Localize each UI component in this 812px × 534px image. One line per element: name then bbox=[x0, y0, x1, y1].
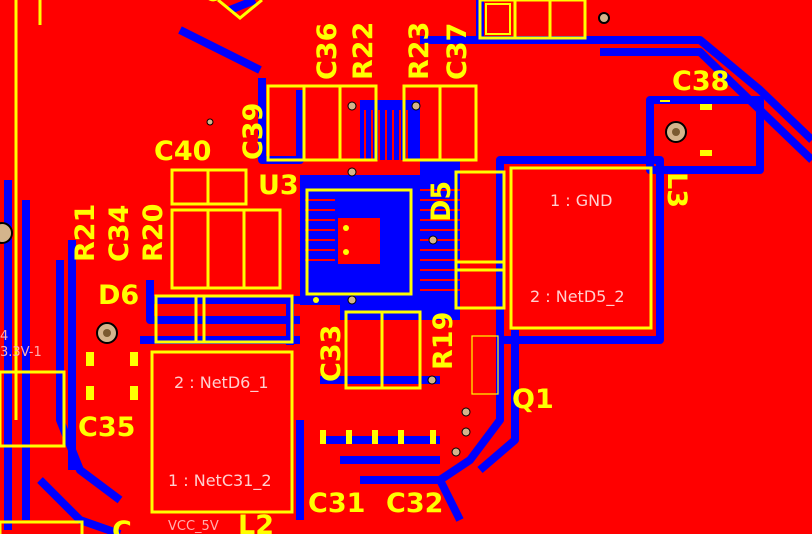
l3-pad2-label: 2 : NetD5_2 bbox=[530, 287, 625, 307]
bottom-vcc: VCC_5V bbox=[168, 519, 219, 534]
q1-outline bbox=[471, 335, 499, 395]
label-c32: C32 bbox=[386, 488, 443, 519]
label-d5: D5 bbox=[426, 181, 457, 222]
vias bbox=[0, 12, 687, 457]
designator-labels: C29 C36 R22 R23 C37 C38 C39 C40 U3 D5 L3… bbox=[70, 0, 729, 534]
left-net-3v3: 3.3V-1 bbox=[0, 345, 42, 360]
u3-chip bbox=[338, 218, 380, 264]
pad-net-labels: 1 : GND 2 : NetD5_2 2 : NetD6_1 1 : NetC… bbox=[168, 191, 625, 491]
label-l3: L3 bbox=[661, 172, 692, 208]
label-l2: L2 bbox=[238, 510, 274, 534]
u3-fanout-lines bbox=[305, 110, 460, 291]
label-r22: R22 bbox=[348, 22, 379, 80]
label-q1: Q1 bbox=[512, 384, 554, 415]
label-c36: C36 bbox=[312, 23, 343, 80]
silkscreen-pads bbox=[86, 3, 712, 444]
label-r19: R19 bbox=[428, 312, 459, 370]
label-d6: D6 bbox=[98, 280, 139, 311]
label-c34: C34 bbox=[104, 205, 135, 262]
label-r21: R21 bbox=[70, 204, 101, 262]
label-c39: C39 bbox=[238, 103, 269, 160]
faint-net-text: 4 3.3V-1 VCC_5V bbox=[0, 329, 219, 534]
label-u3: U3 bbox=[258, 170, 299, 201]
l3-pad1-label: 1 : GND bbox=[550, 191, 612, 210]
via-left bbox=[0, 222, 13, 244]
l2-pad2-label: 2 : NetD6_1 bbox=[174, 373, 269, 393]
label-c40: C40 bbox=[154, 136, 211, 167]
label-c38: C38 bbox=[672, 66, 729, 97]
label-c31: C31 bbox=[308, 488, 365, 519]
label-c-bottom-left: C bbox=[112, 516, 132, 534]
l2-pad1-label: 1 : NetC31_2 bbox=[168, 471, 272, 491]
label-c33: C33 bbox=[316, 325, 347, 382]
label-c35: C35 bbox=[78, 412, 135, 443]
label-r23: R23 bbox=[404, 22, 435, 80]
label-c37: C37 bbox=[442, 23, 473, 80]
silkscreen-outlines bbox=[0, 0, 653, 534]
label-r20: R20 bbox=[138, 204, 169, 262]
left-net-4: 4 bbox=[0, 329, 8, 344]
via-top bbox=[598, 12, 610, 24]
